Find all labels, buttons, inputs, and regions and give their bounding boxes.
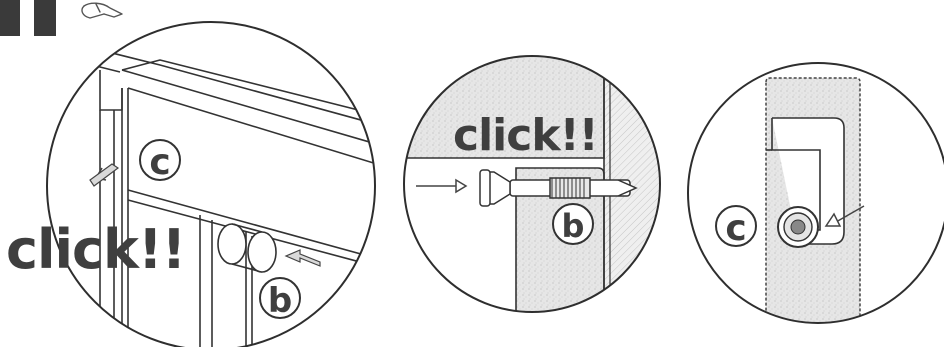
arrow-in-icon (286, 250, 320, 266)
panel-left: c b click!! (6, 22, 390, 347)
push-arrow-icon (416, 180, 466, 192)
callout-c-right: c (716, 206, 756, 249)
panel-middle: click!! b (404, 40, 674, 340)
callout-c-right-label: c (725, 208, 746, 249)
click-label-left: click!! (6, 218, 185, 281)
callout-c-left-label: c (149, 142, 170, 183)
callout-c-left: c (140, 140, 180, 183)
hand-icon (82, 3, 122, 18)
callout-b-middle-label: b (562, 207, 585, 245)
panel-right: c (688, 63, 944, 330)
callout-b-left: b (260, 278, 300, 321)
callout-b-middle: b (553, 204, 593, 245)
callout-b-left-label: b (268, 281, 292, 321)
click-label-middle: click!! (453, 110, 598, 161)
step-number-marker (0, 0, 56, 36)
